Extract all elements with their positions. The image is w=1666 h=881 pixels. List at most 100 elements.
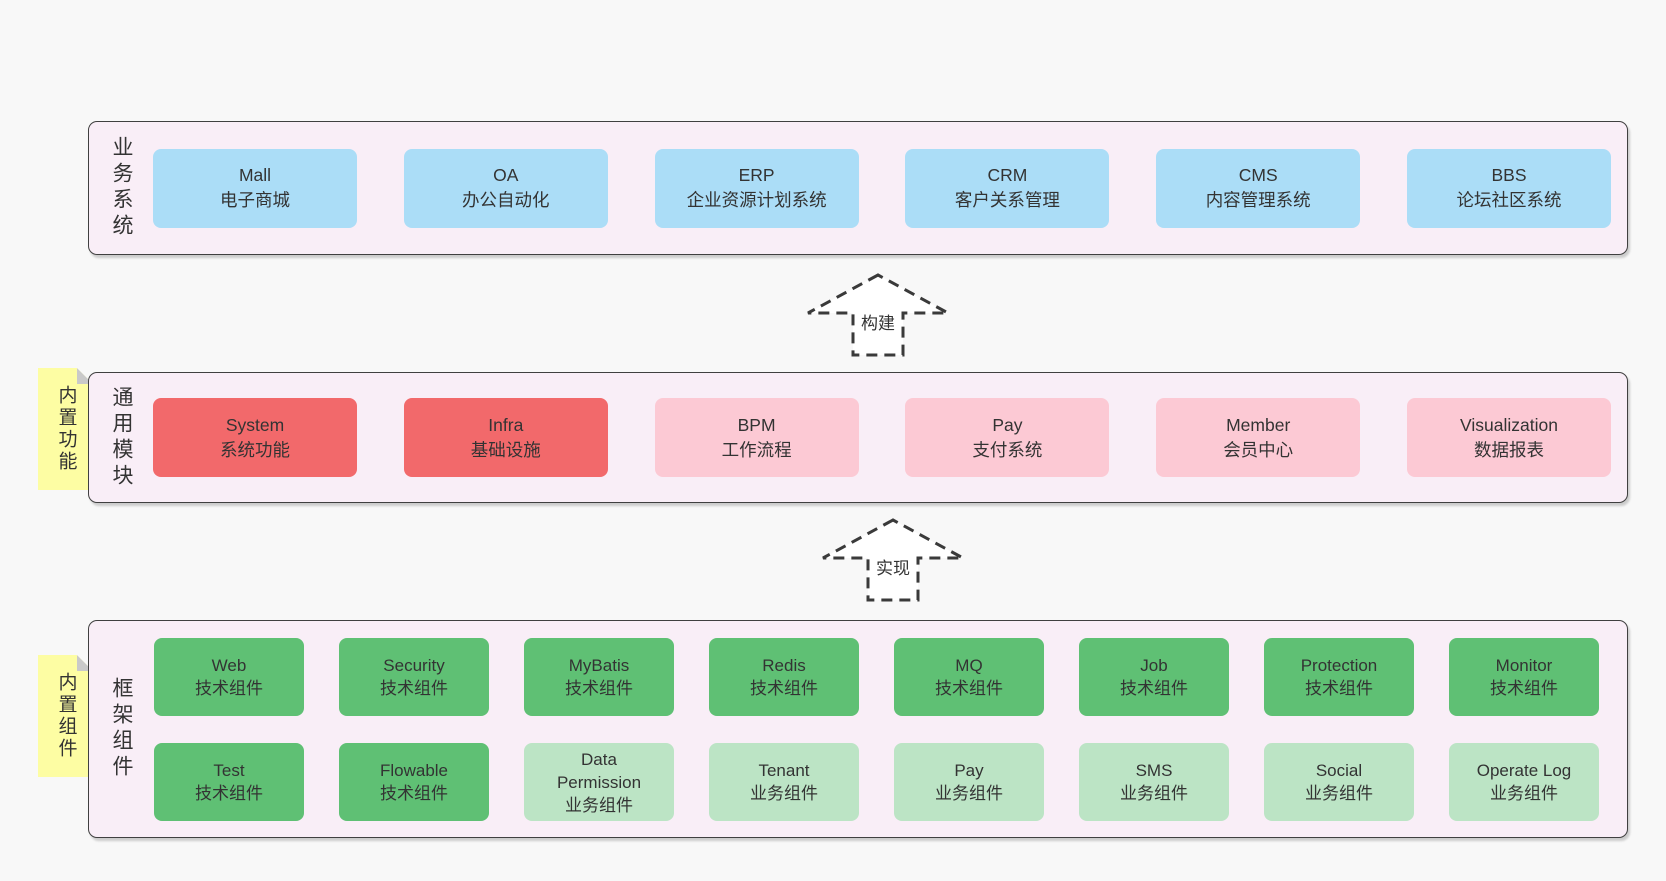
box-flowable: Flowable 技术组件 bbox=[339, 743, 489, 821]
box-visualization: Visualization 数据报表 bbox=[1406, 398, 1611, 477]
box-subtitle: 电子商城 bbox=[220, 190, 290, 210]
box-title: MyBatis bbox=[568, 656, 630, 675]
box-web: Web 技术组件 bbox=[154, 638, 304, 716]
box-tenant: Tenant 业务组件 bbox=[709, 743, 859, 821]
panel-business-label: 业务系统 bbox=[89, 122, 153, 254]
box-subtitle: 办公自动化 bbox=[462, 190, 550, 210]
panel-modules-label: 通用模块 bbox=[89, 373, 153, 502]
box-subtitle: 业务组件 bbox=[935, 784, 1003, 803]
box-monitor: Monitor 技术组件 bbox=[1449, 638, 1599, 716]
box-oa: OA 办公自动化 bbox=[403, 148, 608, 228]
sticky-note-builtin-features: 内置功能 bbox=[38, 368, 93, 490]
box-subtitle: 技术组件 bbox=[195, 784, 263, 803]
box-subtitle: 技术组件 bbox=[1120, 679, 1188, 698]
box-title: Pay bbox=[954, 761, 984, 780]
box-title: MQ bbox=[955, 656, 983, 675]
build-arrow: 构建 bbox=[806, 272, 950, 358]
box-subtitle: 技术组件 bbox=[935, 679, 1003, 698]
box-subtitle: 业务组件 bbox=[1305, 784, 1373, 803]
box-subtitle: 技术组件 bbox=[750, 679, 818, 698]
box-mybatis: MyBatis 技术组件 bbox=[524, 638, 674, 716]
box-title: Monitor bbox=[1495, 656, 1553, 675]
box-job: Job 技术组件 bbox=[1079, 638, 1229, 716]
box-subtitle: 基础设施 bbox=[470, 439, 541, 460]
box-title: Operate Log bbox=[1476, 761, 1572, 780]
panel-business-label-text: 业务系统 bbox=[110, 136, 134, 240]
box-pay: Pay 支付系统 bbox=[905, 398, 1110, 477]
box-title: Pay bbox=[992, 414, 1023, 435]
panel-common-modules: 通用模块 System 系统功能 Infra 基础设施 BPM 工作流程 Pay 支付系统 Me… bbox=[88, 372, 1628, 503]
box-cms: CMS 内容管理系统 bbox=[1156, 148, 1361, 228]
panel-components-label: 框架组件 bbox=[89, 621, 153, 837]
implement-arrow: 实现 bbox=[821, 517, 965, 603]
sticky-builtin-features-text: 内置功能 bbox=[55, 385, 77, 473]
sticky-note-builtin-components: 内置组件 bbox=[38, 655, 93, 777]
box-system: System 系统功能 bbox=[153, 398, 357, 477]
box-protection: Protection 技术组件 bbox=[1264, 638, 1414, 716]
box-subtitle: 内容管理系统 bbox=[1205, 190, 1311, 210]
box-title: Job bbox=[1140, 656, 1168, 675]
box-title: Data Permission bbox=[556, 749, 642, 792]
box-title: SMS bbox=[1135, 761, 1173, 780]
box-subtitle: 系统功能 bbox=[220, 439, 290, 460]
box-subtitle: 技术组件 bbox=[1305, 679, 1373, 698]
box-subtitle: 支付系统 bbox=[972, 439, 1043, 460]
box-social: Social 业务组件 bbox=[1264, 743, 1414, 821]
box-bbs: BBS 论坛社区系统 bbox=[1406, 148, 1611, 228]
panel-components-label-text: 框架组件 bbox=[110, 677, 134, 781]
box-subtitle: 业务组件 bbox=[1490, 784, 1558, 803]
box-title: ERP bbox=[738, 165, 775, 185]
sticky-builtin-components-text: 内置组件 bbox=[55, 672, 77, 760]
box-subtitle: 企业资源计划系统 bbox=[686, 190, 827, 210]
box-security: Security 技术组件 bbox=[339, 638, 489, 716]
box-title: Social bbox=[1315, 761, 1363, 780]
box-pay: Pay 业务组件 bbox=[894, 743, 1044, 821]
box-test: Test 技术组件 bbox=[154, 743, 304, 821]
box-title: Member bbox=[1226, 414, 1291, 435]
box-title: Redis bbox=[762, 656, 806, 675]
box-subtitle: 会员中心 bbox=[1223, 439, 1294, 460]
box-subtitle: 工作流程 bbox=[721, 439, 792, 460]
build-arrow-label: 构建 bbox=[857, 308, 899, 335]
box-title: BBS bbox=[1491, 165, 1527, 185]
box-title: OA bbox=[493, 165, 519, 185]
box-sms: SMS 业务组件 bbox=[1079, 743, 1229, 821]
box-erp: ERP 企业资源计划系统 bbox=[654, 148, 859, 228]
box-subtitle: 论坛社区系统 bbox=[1456, 190, 1562, 210]
box-subtitle: 技术组件 bbox=[565, 679, 633, 698]
box-subtitle: 业务组件 bbox=[1120, 784, 1188, 803]
box-subtitle: 技术组件 bbox=[380, 784, 448, 803]
box-title: CMS bbox=[1238, 165, 1278, 185]
box-subtitle: 技术组件 bbox=[195, 679, 263, 698]
box-title: Protection bbox=[1300, 656, 1378, 675]
box-subtitle: 数据报表 bbox=[1473, 439, 1544, 460]
panel-modules-label-text: 通用模块 bbox=[110, 385, 134, 490]
modules-box-row: System 系统功能 Infra 基础设施 BPM 工作流程 Pay 支付系统 Member 会… bbox=[153, 373, 1627, 502]
box-title: Tenant bbox=[758, 761, 810, 780]
box-title: Web bbox=[211, 656, 247, 675]
box-title: CRM bbox=[987, 165, 1028, 185]
box-title: Flowable bbox=[379, 761, 449, 780]
box-infra: Infra 基础设施 bbox=[403, 398, 608, 477]
implement-arrow-label: 实现 bbox=[872, 553, 914, 580]
box-operate-log: Operate Log 业务组件 bbox=[1449, 743, 1599, 821]
box-redis: Redis 技术组件 bbox=[709, 638, 859, 716]
box-title: System bbox=[225, 414, 285, 435]
box-subtitle: 技术组件 bbox=[380, 679, 448, 698]
box-member: Member 会员中心 bbox=[1156, 398, 1361, 477]
box-subtitle: 技术组件 bbox=[1490, 679, 1558, 698]
box-subtitle: 业务组件 bbox=[750, 784, 818, 803]
box-title: Infra bbox=[488, 414, 524, 435]
box-title: BPM bbox=[737, 414, 776, 435]
box-title: Security bbox=[383, 656, 445, 675]
box-title: Visualization bbox=[1460, 414, 1558, 435]
box-title: Test bbox=[213, 761, 245, 780]
box-mq: MQ 技术组件 bbox=[894, 638, 1044, 716]
box-bpm: BPM 工作流程 bbox=[654, 398, 859, 477]
